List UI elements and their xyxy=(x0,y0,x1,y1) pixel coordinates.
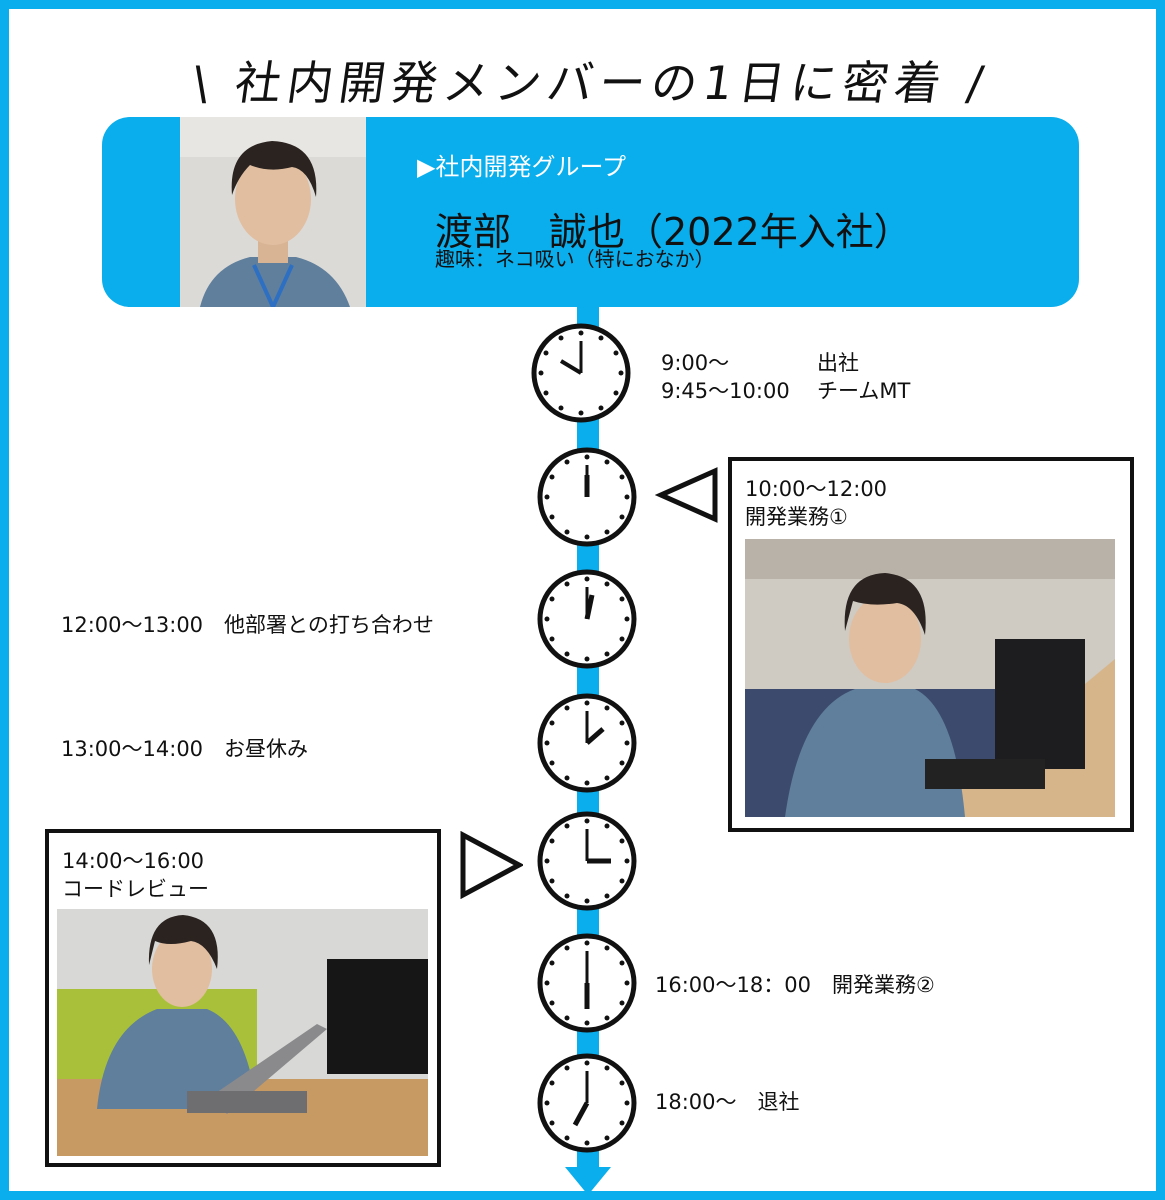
schedule-card: 14:00～16:00 コードレビュー xyxy=(45,829,441,1167)
card-time: 14:00～16:00 xyxy=(62,849,205,873)
clock-icon xyxy=(537,693,637,793)
work-photo xyxy=(57,909,428,1156)
clock-icon xyxy=(537,569,637,669)
group-label: ▶社内開発グループ xyxy=(417,153,627,181)
schedule-entry: 16:00～18：00 開発業務② xyxy=(655,973,935,997)
down-arrow-icon xyxy=(565,1167,611,1195)
page-title: \ 社内開発メンバーの1日に密着 / xyxy=(189,56,993,110)
member-hobby: 趣味：ネコ吸い（特におなか） xyxy=(435,247,715,271)
member-name: 渡部 誠也（2022年入社） xyxy=(435,210,912,254)
schedule-card: 10:00～12:00 開発業務① xyxy=(728,457,1134,832)
schedule-label: チームMT xyxy=(817,379,911,403)
clock-icon xyxy=(537,811,637,911)
profile-banner: ▶社内開発グループ 渡部 誠也（2022年入社） 趣味：ネコ吸い（特におなか） xyxy=(102,117,1079,307)
schedule-time: 9:00～ xyxy=(661,351,730,375)
schedule-time: 9:45～10:00 xyxy=(661,379,790,403)
portrait-photo xyxy=(180,117,366,307)
clock-icon xyxy=(537,447,637,547)
schedule-label: 出社 xyxy=(817,351,859,375)
clock-icon xyxy=(537,933,637,1033)
triangle-pointer-icon xyxy=(460,831,523,899)
triangle-pointer-icon xyxy=(655,467,718,523)
schedule-entry: 18:00～ 退社 xyxy=(655,1090,800,1114)
schedule-entry: 12:00～13:00 他部署との打ち合わせ xyxy=(61,613,434,637)
schedule-entry: 13:00～14:00 お昼休み xyxy=(61,737,309,761)
work-photo xyxy=(745,539,1115,817)
card-label: コードレビュー xyxy=(62,877,209,901)
card-label: 開発業務① xyxy=(745,505,848,529)
clock-icon xyxy=(537,1053,637,1153)
clock-icon xyxy=(531,323,631,423)
card-time: 10:00～12:00 xyxy=(745,477,888,501)
